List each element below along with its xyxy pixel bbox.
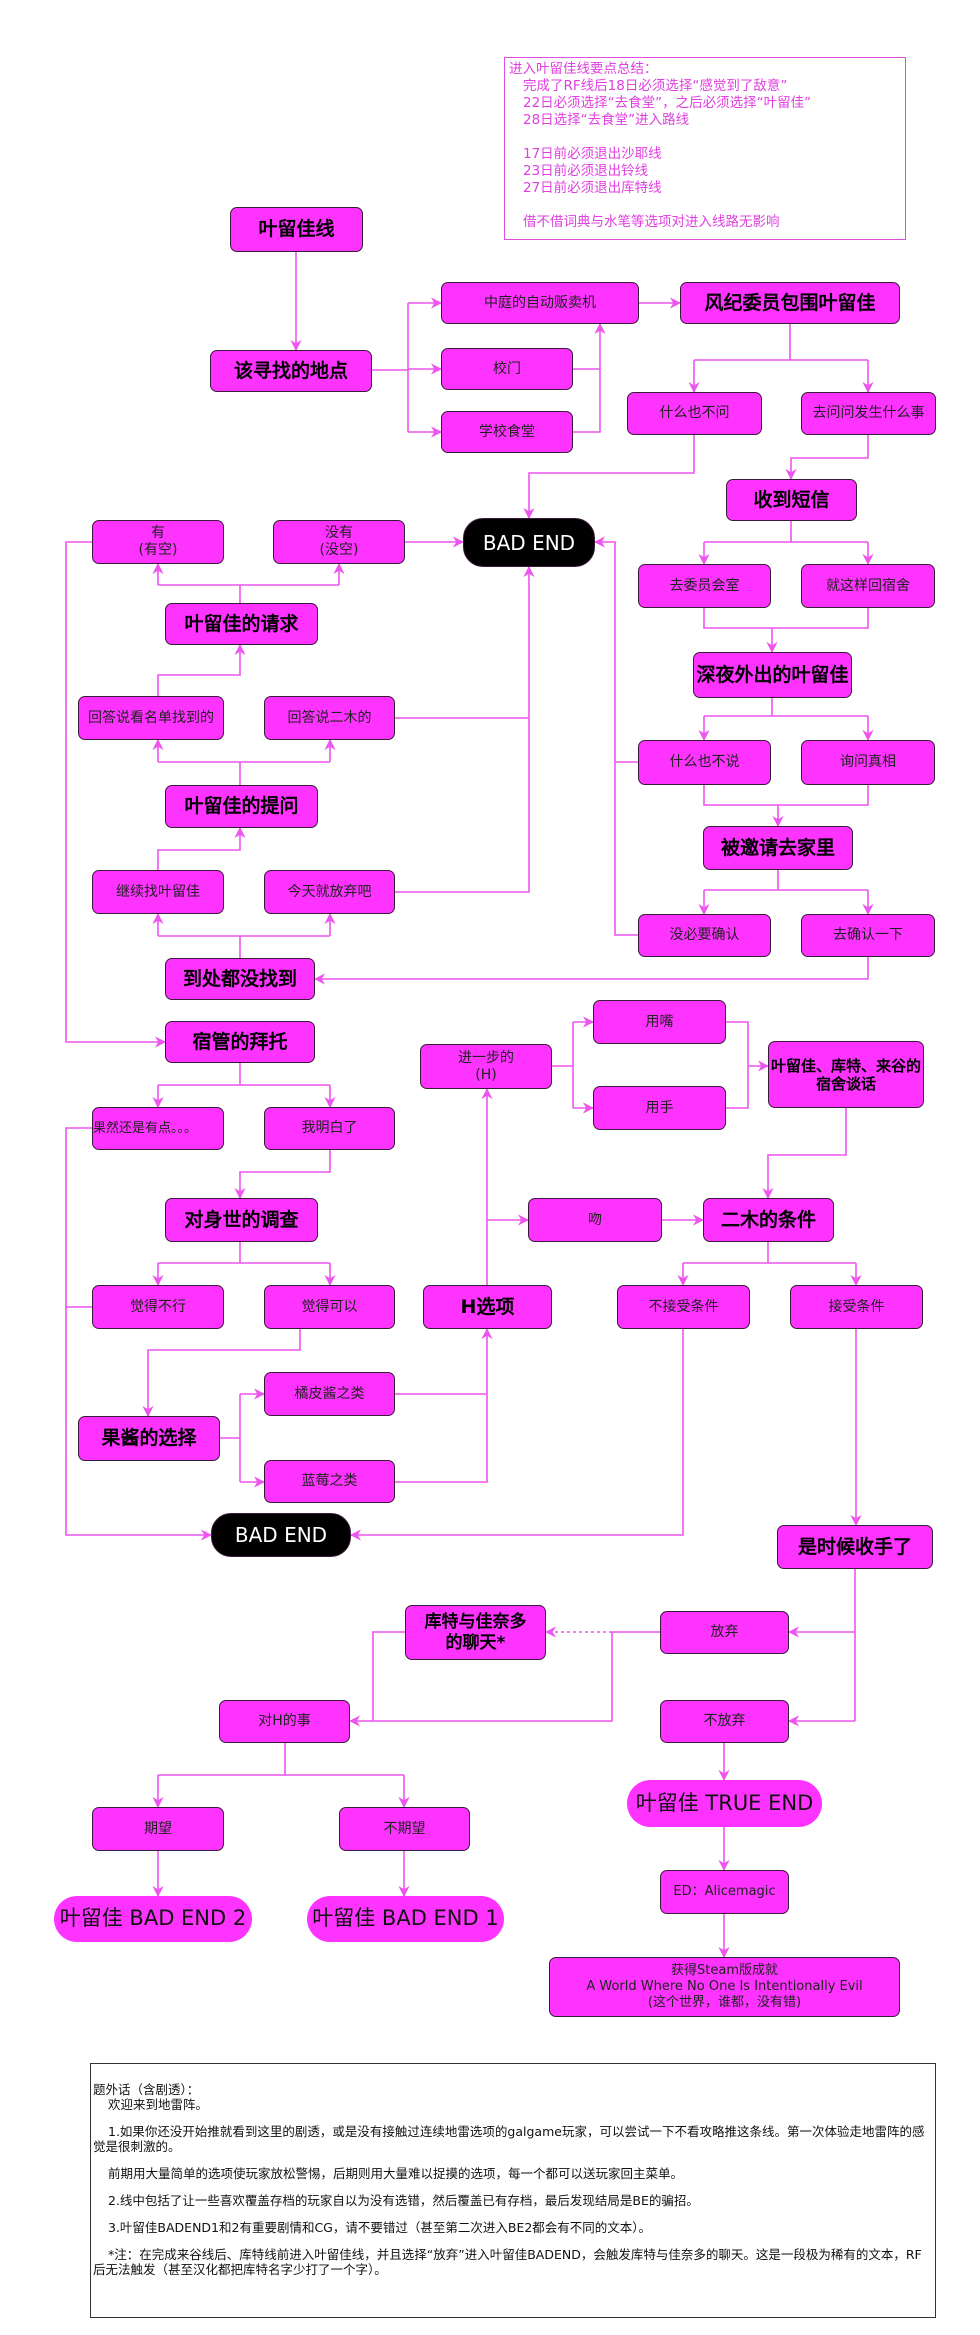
flow-line: [726, 1021, 749, 1109]
flow-arrow: [348, 1632, 613, 1727]
node-gate: 校门: [441, 348, 573, 390]
note-line: 23日前必须退出铃线: [523, 163, 649, 179]
note-title: 进入叶留佳线要点总结：: [509, 61, 658, 77]
node-go-confirm: 去确认一下: [801, 914, 935, 957]
flow-arrow: [395, 1327, 493, 1483]
node-search-place: 该寻找的地点: [210, 350, 372, 392]
footer-p3: 3.叶留佳BADEND1和2有重要剧情和CG，请不要错过（甚至第二次进入BE2都…: [108, 2220, 652, 2235]
flow-arrow: [573, 322, 606, 433]
flow-arrow: [395, 565, 535, 893]
node-mouth: 用嘴: [593, 1000, 726, 1044]
node-h-option: H选项: [423, 1285, 552, 1329]
node-hand: 用手: [593, 1086, 726, 1130]
note-line: 27日前必须退出库特线: [523, 180, 662, 196]
node-surrounded: 风纪委员包围叶留佳: [680, 282, 900, 324]
node-blueberry: 蓝莓之类: [264, 1460, 395, 1503]
node-feel-ok: 觉得可以: [264, 1285, 395, 1329]
node-not-found: 到处都没找到: [165, 958, 315, 1000]
node-to-committee: 去委员会室: [638, 564, 771, 608]
node-further-h: 进一步的 (H): [420, 1044, 552, 1089]
flow-arrow: [349, 1329, 684, 1541]
node-hope: 期望: [92, 1807, 224, 1851]
node-still-a-bit: 果然还是有点。。。: [92, 1107, 224, 1150]
flow-line: [372, 1631, 405, 1721]
node-marmalade: 橘皮酱之类: [264, 1372, 395, 1416]
node-give-up-today: 今天就放弃吧: [264, 870, 395, 914]
node-start: 叶留佳线: [230, 207, 363, 252]
footer-p1: 1.如果你还没开始推就看到这里的剧透，或是没有接触过连续地雷选项的galgame…: [93, 2124, 925, 2154]
node-invited-home: 被邀请去家里: [703, 826, 853, 870]
node-reject-condition: 不接受条件: [617, 1285, 750, 1329]
footer-notes: 题外话（含剧透）： 欢迎来到地雷阵。 1.如果你还没开始推就看到这里的剧透，或是…: [90, 2063, 936, 2318]
node-kud-kanata-chat: 库特与佳奈多 的聊天*: [405, 1605, 546, 1660]
node-jam-choice: 果酱的选择: [78, 1416, 220, 1461]
footer-welcome: 欢迎来到地雷阵。: [108, 2097, 209, 2112]
node-give-up: 放弃: [660, 1611, 789, 1654]
bad-end-1: 叶留佳 BAD END 1: [307, 1896, 504, 1942]
true-end: 叶留佳 TRUE END: [627, 1780, 822, 1827]
flow-arrow: [157, 643, 246, 696]
flow-arrow: [313, 957, 869, 985]
footer-p1b: 前期用大量简单的选项使玩家放松警惕，后期则用大量难以捉摸的选项，每一个都可以送玩…: [108, 2166, 684, 2181]
flow-arrow: [523, 435, 695, 520]
node-answer-list: 回答说看名单找到的: [78, 696, 224, 740]
node-request: 叶留佳的请求: [165, 603, 318, 645]
node-have-time: 有 (有空): [92, 520, 224, 564]
flow-arrow: [234, 1150, 331, 1200]
node-ed: ED：Alicemagic: [660, 1870, 789, 1914]
node-dorm-request: 宿管的拜托: [165, 1021, 315, 1063]
node-answer-futaki: 回答说二木的: [264, 696, 395, 740]
footer-p2: 2.线中包括了让一些喜欢覆盖存档的玩家自以为没有选错，然后覆盖已有存档，最后发现…: [108, 2193, 699, 2208]
note-line: 17日前必须退出沙耶线: [523, 146, 662, 162]
flow-arrow: [785, 435, 869, 481]
node-night-out: 深夜外出的叶留佳: [693, 652, 852, 698]
node-about-h: 对H的事: [219, 1700, 350, 1743]
node-sms: 收到短信: [726, 479, 857, 521]
node-cafeteria: 学校食堂: [441, 411, 573, 453]
flow-arrow: [762, 1108, 847, 1200]
note-line: 完成了RF线后18日必须选择“感觉到了敌意”: [523, 78, 788, 94]
flow-line: [703, 785, 869, 806]
flow-line: [703, 608, 869, 629]
flow-arrow: [593, 536, 638, 936]
note-line: 22日必须选择“去食堂”，之后必须选择“叶留佳”: [523, 95, 812, 111]
node-not-give-up: 不放弃: [660, 1700, 789, 1743]
footer-p4: *注：在完成来谷线后、库特线前进入叶留佳线，并且选择“放弃”进入叶留佳BADEN…: [93, 2247, 922, 2277]
note-line: 28日选择“去食堂”进入路线: [523, 112, 690, 128]
node-kiss: 吻: [528, 1198, 662, 1242]
bad-end-2: 叶留佳 BAD END 2: [54, 1896, 252, 1942]
flow-arrow: [65, 541, 167, 1048]
bad-end-middle: BAD END: [211, 1513, 351, 1557]
node-ask-truth: 询问真相: [801, 740, 935, 785]
flow-arrow: [157, 826, 246, 870]
flow-arrow: [142, 1329, 301, 1418]
node-dorm-talk: 叶留佳、库特、来谷的 宿舍谈话: [768, 1041, 924, 1108]
footer-title: 题外话（含剧透）：: [93, 2082, 200, 2097]
bad-end-top: BAD END: [463, 518, 595, 567]
flow-arrow: [65, 1127, 213, 1541]
node-no-time: 没有 (没空): [273, 520, 405, 564]
node-feel-no: 觉得不行: [92, 1285, 224, 1329]
note-line: 借不借词典与水笔等选项对进入线路无影响: [523, 214, 780, 230]
route-summary-note: 进入叶留佳线要点总结：完成了RF线后18日必须选择“感觉到了敌意”22日必须选择…: [504, 57, 906, 240]
node-understood: 我明白了: [264, 1107, 395, 1150]
node-vending: 中庭的自动贩卖机: [441, 282, 639, 324]
node-go-dorm: 就这样回宿舍: [801, 564, 935, 608]
node-no-need-confirm: 没必要确认: [638, 914, 771, 957]
node-accept-condition: 接受条件: [790, 1285, 923, 1329]
node-achievement: 获得Steam版成就 A World Where No One Is Inten…: [549, 1957, 900, 2017]
node-say-nothing: 什么也不说: [638, 740, 771, 785]
node-ask-nothing: 什么也不问: [627, 392, 762, 435]
node-question: 叶留佳的提问: [165, 785, 318, 828]
node-futaki-condition: 二木的条件: [703, 1198, 834, 1242]
node-not-hope: 不期望: [339, 1807, 470, 1851]
node-keep-searching: 继续找叶留佳: [92, 870, 224, 914]
node-ask-what: 去问问发生什么事: [801, 392, 936, 435]
node-time-to-stop: 是时候收手了: [777, 1525, 933, 1569]
node-origin-investigation: 对身世的调查: [165, 1198, 318, 1242]
